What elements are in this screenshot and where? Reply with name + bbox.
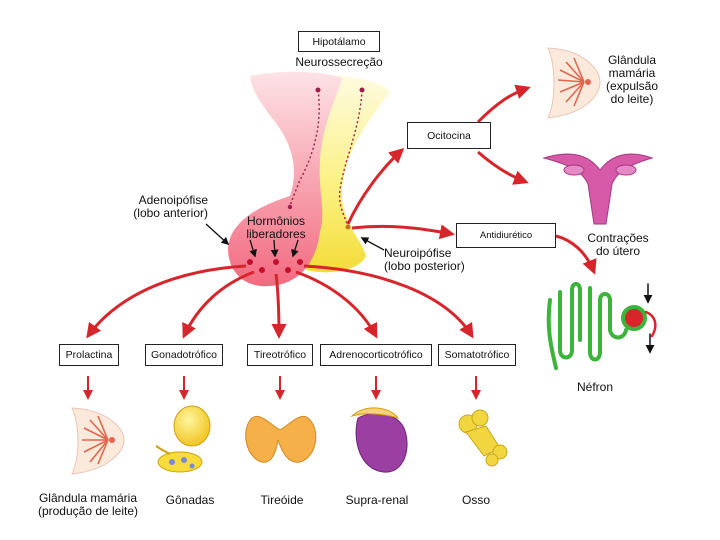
pointer-arrows <box>205 223 385 258</box>
nephron-illustration <box>546 282 657 370</box>
thyrotropic-box: Tireotrófico <box>247 344 313 366</box>
neurosecretion-label: Neurossecreção <box>295 55 383 69</box>
posterior-arrows <box>346 84 597 275</box>
adrenocorticotropic-box: Adrenocorticotrófico <box>320 344 432 366</box>
adenohypophysis-shape <box>228 71 342 287</box>
bone-illustration <box>458 409 508 467</box>
antidiuretic-box: Antidiurético <box>456 223 556 248</box>
bone-label: Osso <box>461 493 490 507</box>
releasing-hormones-label: Hormônios liberadores <box>236 215 316 241</box>
neurohypophysis-subtitle: (lobo posterior) <box>384 259 465 273</box>
target-arrows <box>83 376 481 400</box>
adenohypophysis-title: Adenoipófise <box>138 193 208 207</box>
adrenal-illustration <box>350 407 408 473</box>
anterior-arrows <box>86 264 474 339</box>
mammary-gland-illustration <box>547 47 601 119</box>
gonadotropic-box: Gonadotrófico <box>145 344 223 366</box>
uterus-contractions-line2: do útero <box>595 244 641 258</box>
neurohypophysis-label: Neuroipófise (lobo posterior) <box>384 247 484 273</box>
uterus-illustration <box>542 153 654 225</box>
mammary-expulsion-line2: mamária <box>608 66 656 80</box>
mammary-expulsion-line4: do leite) <box>610 92 654 106</box>
adenohypophysis-subtitle: (lobo anterior) <box>133 206 208 220</box>
mammary-production-label: Glândula mamária (produção de leite) <box>22 492 154 518</box>
gonads-label: Gônadas <box>165 493 215 507</box>
thyroid-illustration <box>245 416 317 463</box>
uterus-contractions-line1: Contrações <box>587 231 649 245</box>
hypothalamus-box: Hipotálamo <box>298 31 380 52</box>
releasing-hormones-line2: liberadores <box>246 227 306 241</box>
neurosecretion-paths <box>287 87 365 230</box>
nephron-label: Néfron <box>576 380 614 394</box>
mammary-expulsion-label: Glândula mamária (expulsão do leite) <box>590 54 674 106</box>
oxytocin-box: Ocitocina <box>407 122 491 149</box>
mammary-expulsion-line1: Glândula <box>607 53 657 67</box>
releasing-hormones-line1: Hormônios <box>246 214 306 228</box>
mammary-gland-bottom-illustration <box>71 407 125 475</box>
uterus-contractions-label: Contrações do útero <box>576 232 660 258</box>
mammary-production-line1: Glândula mamária <box>38 491 138 505</box>
prolactin-box: Prolactina <box>59 344 119 366</box>
gonads-illustration <box>155 405 211 473</box>
mammary-expulsion-line3: (expulsão <box>605 79 659 93</box>
somatotropic-box: Somatotrófico <box>438 344 516 366</box>
adenohypophysis-label: Adenoipófise (lobo anterior) <box>110 194 208 220</box>
thyroid-label: Tireóide <box>260 493 304 507</box>
releasing-hormone-dots <box>247 259 303 273</box>
mammary-production-line2: (produção de leite) <box>37 504 139 518</box>
adrenal-label: Supra-renal <box>345 493 409 507</box>
neurohypophysis-title: Neuroipófise <box>384 246 452 260</box>
